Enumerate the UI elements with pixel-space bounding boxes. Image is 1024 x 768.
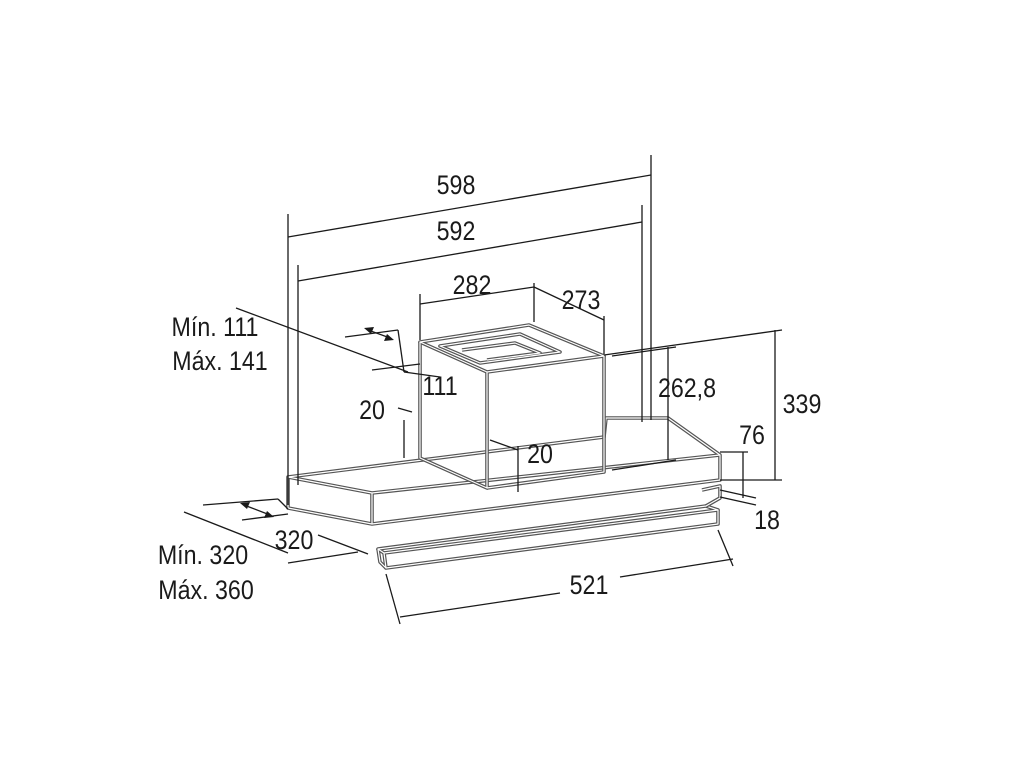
label-min-111: Mín. 111 bbox=[172, 312, 259, 342]
label-282: 282 bbox=[453, 270, 492, 300]
label-76: 76 bbox=[739, 420, 765, 450]
label-598: 598 bbox=[437, 170, 476, 200]
label-521: 521 bbox=[570, 570, 609, 600]
motor-outlet bbox=[438, 332, 562, 365]
label-20-left: 20 bbox=[359, 395, 385, 425]
label-111: 111 bbox=[422, 371, 457, 401]
label-20-front: 20 bbox=[527, 439, 553, 469]
label-18: 18 bbox=[754, 505, 780, 535]
label-592: 592 bbox=[437, 216, 476, 246]
hood-visor bbox=[376, 504, 720, 570]
dimension-lines bbox=[183, 155, 783, 625]
adjustment-arrow-top bbox=[364, 327, 394, 341]
label-262-8: 262,8 bbox=[658, 373, 716, 403]
dimension-labels: 598 592 282 273 Mín. 111 Máx. 141 111 20… bbox=[158, 170, 822, 605]
chimney-box bbox=[418, 323, 606, 490]
hood-housing bbox=[286, 416, 722, 526]
label-max-360: Máx. 360 bbox=[158, 575, 253, 605]
hood-outline bbox=[286, 323, 722, 570]
label-max-141: Máx. 141 bbox=[172, 346, 267, 376]
label-min-320: Mín. 320 bbox=[158, 540, 248, 570]
label-320: 320 bbox=[275, 525, 314, 555]
label-339: 339 bbox=[783, 389, 822, 419]
hood-glider bbox=[701, 484, 722, 508]
label-273: 273 bbox=[562, 285, 601, 315]
adjustment-arrow-bottom bbox=[240, 502, 274, 518]
